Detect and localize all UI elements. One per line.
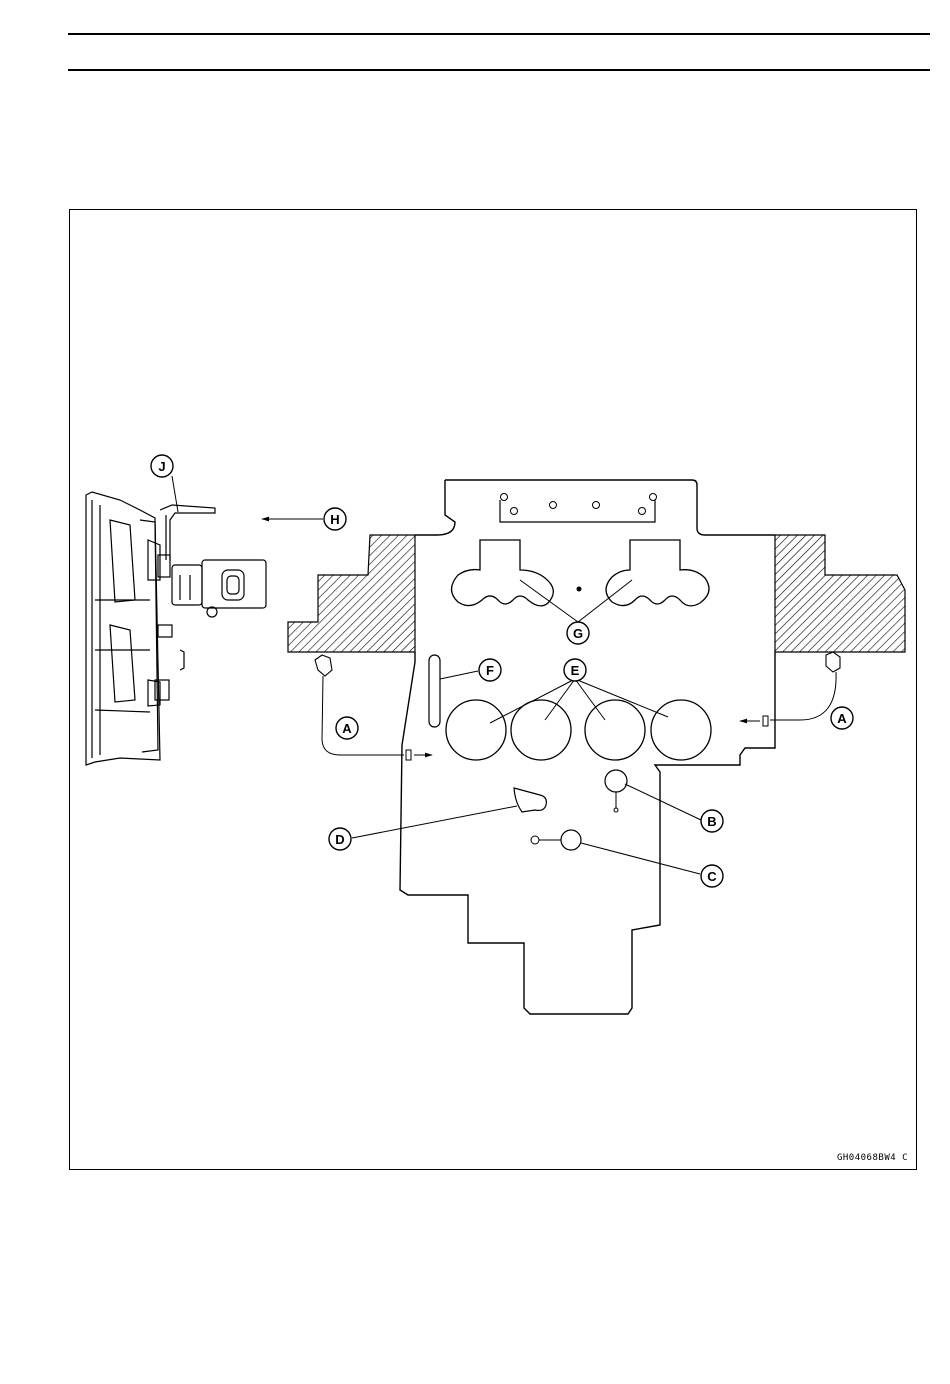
callout-A-right: A	[831, 707, 853, 729]
side-view-engine	[86, 492, 266, 765]
callout-F: F	[479, 659, 501, 681]
callout-C: C	[701, 865, 723, 887]
svg-text:G: G	[573, 626, 583, 641]
gasket-plate	[288, 480, 905, 1014]
callout-B: B	[701, 810, 723, 832]
svg-text:A: A	[342, 721, 352, 736]
callout-J: J	[151, 455, 173, 477]
svg-text:D: D	[335, 832, 344, 847]
svg-text:H: H	[330, 512, 339, 527]
callout-A-left: A	[336, 717, 358, 739]
callout-H: H	[324, 508, 346, 530]
callout-G: G	[567, 622, 589, 644]
svg-text:B: B	[707, 814, 716, 829]
callout-E: E	[564, 659, 586, 681]
svg-text:A: A	[837, 711, 847, 726]
svg-text:C: C	[707, 869, 717, 884]
svg-text:E: E	[571, 663, 580, 678]
svg-text:F: F	[486, 663, 494, 678]
svg-text:J: J	[158, 459, 165, 474]
callout-D: D	[329, 828, 351, 850]
